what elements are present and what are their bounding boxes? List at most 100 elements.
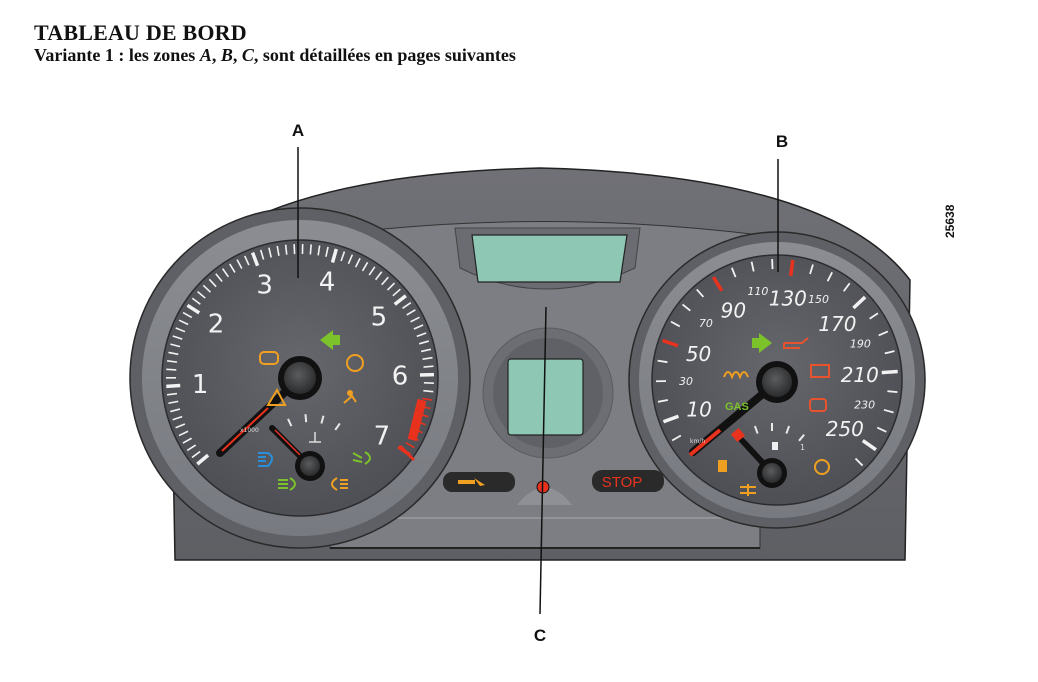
speed-minor-label: 70 (699, 317, 713, 330)
tach-minor-tick (368, 266, 376, 276)
tach-minor-tick (186, 444, 197, 452)
speed-tick (861, 439, 877, 452)
tyre-pressure-icon (814, 459, 830, 475)
tach-minor-tick (317, 245, 321, 256)
high-beam-icon (278, 477, 296, 491)
temp-tick (320, 415, 325, 424)
fuel-tick (753, 425, 759, 434)
tach-minor-tick (236, 259, 243, 269)
speed-major-label: 90 (721, 298, 746, 322)
tach-minor-tick (178, 319, 189, 326)
speed-tick (711, 276, 724, 292)
tach-major-tick (250, 252, 260, 267)
tach-label: 5 (371, 303, 388, 333)
zone-b-ref: B (220, 45, 233, 65)
turn-right-icon (752, 333, 772, 353)
tach-minor-tick (178, 430, 189, 437)
fuel-icon (718, 460, 727, 472)
speed-minor-label: 150 (808, 293, 829, 306)
fuel-gauge-icon (772, 442, 778, 450)
fuel-tick (798, 434, 805, 442)
tach-minor-tick (423, 365, 434, 368)
temp-tick (334, 422, 341, 431)
tach-minor-tick (175, 327, 186, 333)
tach-minor-tick (259, 249, 265, 260)
fuel-scale-label: 1 (800, 443, 805, 452)
stop-label: STOP (602, 474, 643, 491)
tach-minor-tick (166, 392, 178, 396)
gas-label: GAS (725, 401, 749, 413)
tach-major-tick (186, 303, 201, 315)
hazard-triangle-icon (266, 387, 287, 406)
airbag-icon (343, 390, 357, 404)
tach-minor-tick (418, 340, 430, 345)
tach-minor-tick (172, 335, 183, 340)
tach-minor-tick (182, 311, 193, 319)
tach-minor-tick (276, 245, 280, 256)
top-lcd-screen (471, 234, 628, 283)
tach-minor-tick (354, 257, 361, 268)
speed-tick (730, 267, 737, 278)
speed-tick (826, 271, 833, 282)
tach-label: 4 (319, 268, 336, 298)
callout-a: A (292, 121, 304, 140)
callout-c: C (534, 626, 546, 645)
zone-c-ref: C (241, 45, 254, 65)
speed-tick (657, 359, 668, 364)
speed-tick (809, 264, 814, 275)
fuel-tick (785, 425, 791, 434)
speed-minor-label: 110 (747, 285, 768, 298)
tach-minor-tick (168, 400, 179, 405)
engine-coolant-icon (740, 484, 756, 496)
speed-tick (881, 369, 898, 375)
tach-major-tick (196, 453, 210, 466)
glow-plug-icon (723, 371, 749, 380)
tach-minor-tick (284, 244, 288, 255)
front-fog-icon (352, 451, 371, 465)
speed-tick (887, 390, 898, 394)
stop-indicator (592, 470, 664, 492)
tach-minor-tick (416, 332, 427, 338)
tach-minor-tick (422, 397, 433, 401)
speed-tick (750, 261, 755, 272)
speed-tick (670, 320, 681, 328)
subtitle-suffix: , sont détaillées en pages suivantes (253, 45, 516, 65)
tach-minor-tick (405, 441, 415, 449)
tach-minor-tick (347, 254, 354, 265)
tach-minor-tick (406, 309, 416, 316)
tach-minor-tick (229, 263, 236, 273)
speed-major-label: 250 (826, 417, 864, 441)
speed-tick (869, 312, 879, 320)
rear-fog-icon (331, 477, 348, 491)
speed-tick (884, 350, 895, 355)
speed-major-label: 170 (818, 312, 856, 336)
tach-minor-tick (410, 316, 420, 323)
tach-minor-tick (167, 360, 178, 363)
tach-minor-tick (361, 261, 369, 272)
tach-minor-tick (374, 271, 383, 281)
tach-minor-tick (422, 356, 433, 361)
tach-label: 7 (374, 421, 391, 451)
speed-major-label: 130 (769, 287, 807, 311)
tach-minor-tick (172, 415, 183, 421)
speed-minor-label: 30 (679, 375, 693, 388)
tach-minor-tick (268, 247, 272, 258)
tach-minor-tick (325, 246, 329, 257)
speed-tick (876, 426, 887, 433)
speed-tick (878, 330, 889, 337)
tach-minor-tick (168, 351, 179, 356)
tach-minor-tick (191, 450, 201, 459)
tach-minor-tick (381, 276, 389, 286)
callout-c-line (539, 306, 547, 615)
tach-minor-tick (191, 297, 201, 305)
speed-tick (883, 408, 894, 414)
tach-minor-tick (170, 408, 181, 413)
speed-major-label: 50 (686, 342, 711, 366)
tach-unit-label: x1000 (240, 427, 259, 434)
tach-minor-tick (202, 284, 212, 293)
battery-icon (810, 364, 830, 378)
tach-minor-tick (340, 251, 346, 262)
tach-minor-tick (402, 301, 412, 309)
